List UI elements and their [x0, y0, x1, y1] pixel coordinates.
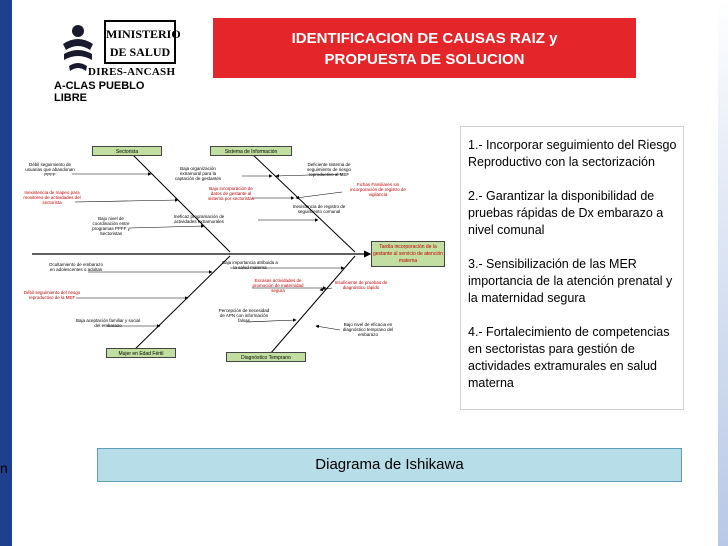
clas-label: A-CLAS PUEBLO LIBRE	[54, 80, 145, 104]
ministry-line1: MINISTERIO	[106, 27, 181, 41]
fishbone-lines	[32, 151, 372, 355]
cause-label: Inexistencia de mapeo para monitoreo de …	[23, 190, 81, 205]
cause-label: Bajo nivel de coordinación entre program…	[92, 216, 130, 236]
cause-label: Ocultamiento de embarazo en adolescentes…	[48, 262, 104, 272]
diagram-caption: Diagrama de Ishikawa	[97, 448, 682, 482]
ministry-line2: DE SALUD	[109, 45, 171, 59]
cause-label: Inexistencia de registro de seguimiento …	[292, 204, 346, 214]
cause-label: Baja importancia atribuida a la salud ma…	[222, 260, 278, 270]
cause-label: Insuficiente de pruebas de diagnóstico r…	[334, 280, 388, 290]
cause-label: Ineficaz programación de actividades ext…	[173, 214, 225, 224]
title-line2: PROPUESTA DE SOLUCION	[324, 51, 525, 68]
cause-label: Fichas Familiares sin incorporación de r…	[350, 182, 406, 197]
side-letter: n	[0, 460, 8, 476]
cause-label: Bajo nivel de eficacia en diagnóstico te…	[342, 322, 394, 337]
proposal-item: 2.- Garantizar la disponibilidad de prue…	[468, 189, 664, 237]
proposal-item: 3.- Sensibilización de las MER importanc…	[468, 257, 673, 305]
ministry-logo: MINISTERIO DE SALUD DIRES-ANCASH A-CLAS …	[48, 16, 181, 104]
ministry-emblem-icon	[63, 25, 93, 71]
cause-label: Deficiente sistema de seguimiento de rie…	[306, 162, 352, 177]
cause-label: Percepción de necesidad de APN con infor…	[218, 308, 270, 323]
proposal-item: 1.- Incorporar seguimiento del Riesgo Re…	[468, 138, 677, 169]
category-sistema-informacion: Sistema de Información	[210, 146, 292, 156]
dires-label: DIRES-ANCASH	[88, 66, 176, 78]
cause-label: Baja aceptación familiar y social del em…	[75, 318, 141, 328]
cause-label: Bajo incorporación de datos de gestante …	[207, 186, 254, 201]
category-diagnostico-temprano: Diagnóstico Temprano	[226, 352, 306, 362]
cause-label: Débil seguimiento de usuarias que abando…	[25, 162, 75, 177]
proposal-item: 4.- Fortalecimiento de competencias en s…	[468, 325, 670, 390]
left-accent-bar	[0, 0, 12, 546]
category-sectorista: Sectorista	[92, 146, 162, 156]
cause-label: Baja organización extramural para la cap…	[174, 166, 222, 181]
cause-label: Escasas actividades de promoción de mate…	[252, 278, 304, 293]
ministry-name-box: MINISTERIO DE SALUD	[104, 20, 181, 64]
effect-box: Tardía incorporación de la gestante al s…	[371, 241, 445, 267]
right-accent-bar	[718, 0, 728, 546]
ishikawa-diagram: Sectorista Sistema de Información Mujer …	[20, 136, 460, 376]
proposals-panel: 1.- Incorporar seguimiento del Riesgo Re…	[460, 126, 684, 410]
category-mujer-edad-fertil: Mujer en Edad Fértil	[106, 348, 176, 358]
page-title: IDENTIFICACION DE CAUSAS RAIZ y PROPUEST…	[213, 18, 636, 78]
cause-label: Débil seguimiento del riesgo reproductiv…	[23, 290, 81, 300]
title-line1: IDENTIFICACION DE CAUSAS RAIZ y	[291, 30, 558, 47]
